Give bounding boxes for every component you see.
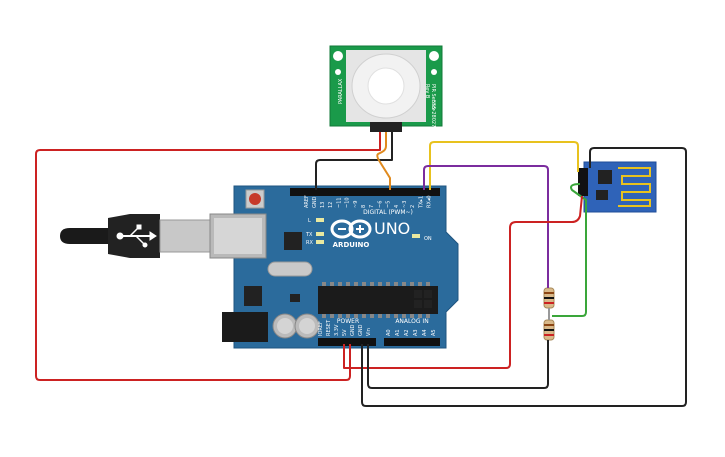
pin-label: 8 (361, 205, 367, 208)
arduino-model-label: UNO (374, 219, 410, 238)
arduino-logo-icon (330, 219, 372, 239)
resistor-2[interactable] (543, 319, 555, 341)
pin-label: A0 (386, 329, 392, 336)
pin-label: ~9 (353, 201, 359, 208)
digital-header-label: DIGITAL (PWM~) (363, 209, 413, 216)
pin-label: A4 (422, 329, 428, 336)
wire-yellow-tx (429, 141, 579, 190)
pin-label: IOREF (318, 321, 324, 336)
esp8266-wifi-module[interactable] (578, 161, 657, 213)
pin-label: 5V (342, 329, 348, 336)
pin-label: A2 (404, 329, 410, 336)
led-l-label: L (308, 218, 311, 224)
pin-label: ~11 (336, 197, 342, 208)
analog-header-label: ANALOG IN (395, 318, 428, 325)
wire-orange-signal (376, 132, 391, 190)
pin-label: 3.3V (334, 324, 340, 336)
aref-label: AREF (304, 195, 310, 208)
arduino-brand-label: ARDUINO (333, 241, 370, 249)
pin-label: ~5 (386, 201, 392, 208)
pin-label: 2 (410, 205, 416, 208)
usb-cable (60, 214, 213, 258)
power-header-label: POWER (337, 318, 359, 325)
pin-label: A3 (413, 329, 419, 336)
pin-label: A1 (395, 329, 401, 336)
pin-label: TX▸1 (418, 196, 424, 209)
wire-red-3v3 (343, 195, 583, 369)
pir-rev-label: Rev B (424, 84, 430, 99)
pin-label: 4 (394, 205, 400, 208)
pin-label: GND (358, 324, 364, 336)
wire-black-esp-gnd (361, 147, 687, 407)
wires (35, 132, 687, 407)
arduino-uno-board[interactable]: ARDUINO UNO DIGITAL (PWM~) ON L TX RX PO… (209, 185, 459, 349)
wire-red-5v (35, 132, 381, 381)
pin-label: 7 (369, 205, 375, 208)
pin-label: 13 (320, 202, 326, 208)
gnd-label: GND (312, 196, 318, 208)
resistor-1[interactable] (543, 287, 555, 309)
pir-brand-label: PARALLAX (338, 78, 344, 104)
pin-label: ~10 (345, 197, 351, 208)
pir-part-label: 555-28027 (430, 100, 436, 127)
led-tx-label: TX (305, 232, 313, 238)
pin-label: GND (350, 324, 356, 336)
pir-name-label: PIR Sensor (430, 84, 436, 112)
pir-motion-sensor[interactable]: PARALLAX PIR Sensor Rev B 555-28027 (329, 45, 443, 132)
pin-label: ~6 (377, 201, 383, 208)
pin-label: ~3 (402, 201, 408, 208)
on-led-label: ON (424, 236, 432, 242)
led-rx-label: RX (306, 240, 313, 246)
wire-green-rx (552, 183, 587, 317)
pin-label: 12 (328, 202, 334, 208)
wire-black-pir-gnd (315, 132, 393, 190)
pin-label: A5 (431, 329, 437, 336)
wire-black-res-gnd (367, 340, 549, 389)
pin-label: Vin (366, 328, 372, 336)
pin-label: RESET (326, 319, 332, 336)
pin-label: RX◂0 (427, 195, 433, 208)
wire-purple-rx (423, 165, 549, 288)
